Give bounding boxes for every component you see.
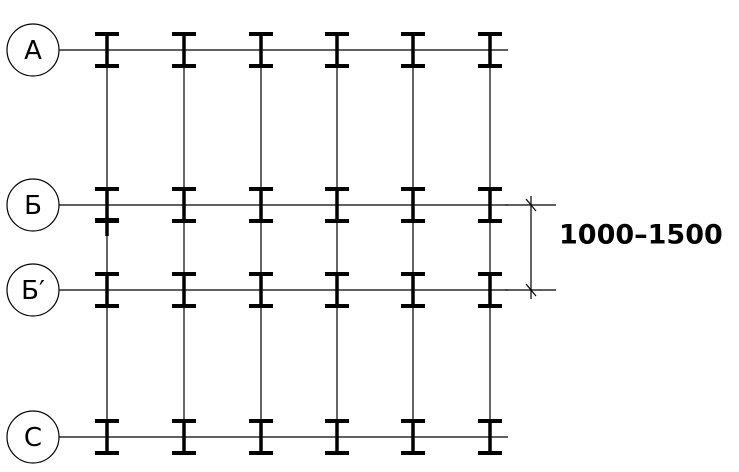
i-beam-c-3 <box>249 419 273 455</box>
i-beam-a-4 <box>325 32 349 68</box>
i-beam-a-3 <box>249 32 273 68</box>
i-beam-b-prime-1 <box>95 272 119 308</box>
dimension-annotation: 1000–1500 <box>505 196 723 299</box>
i-beam-b-prime-4 <box>325 272 349 308</box>
axis-bubble-c <box>6 410 60 464</box>
axis-bubble-b <box>6 178 60 232</box>
i-beam-symbols <box>95 32 502 455</box>
i-beam-b-4 <box>325 187 349 223</box>
i-beam-b-6 <box>478 187 502 223</box>
i-beam-a-1 <box>95 32 119 68</box>
i-beam-c-2 <box>172 419 196 455</box>
i-beam-c-5 <box>401 419 425 455</box>
i-beam-b-prime-5 <box>401 272 425 308</box>
axis-markers: А Б Б′ С <box>6 23 60 464</box>
grid-lines <box>59 49 508 438</box>
i-beam-a-5 <box>401 32 425 68</box>
axis-bubble-b-prime <box>6 263 60 317</box>
i-beam-c-4 <box>325 419 349 455</box>
axis-marker-a: А <box>6 23 60 77</box>
axis-label-b-prime: Б′ <box>21 276 45 306</box>
i-beam-b-2 <box>172 187 196 223</box>
i-beam-b-prime-6 <box>478 272 502 308</box>
axis-label-a: А <box>24 36 42 66</box>
axis-bubble-a <box>6 23 60 77</box>
column-lines <box>106 50 491 437</box>
axis-marker-b: Б <box>6 178 60 232</box>
i-beam-b-prime-2 <box>172 272 196 308</box>
i-beam-b-prime-3 <box>249 272 273 308</box>
axis-label-b: Б <box>24 191 42 221</box>
i-beam-b-5 <box>401 187 425 223</box>
axis-marker-c: С <box>6 410 60 464</box>
dimension-label: 1000–1500 <box>559 220 723 251</box>
i-beam-extra-flange <box>95 218 119 236</box>
i-beam-a-6 <box>478 32 502 68</box>
axis-marker-b-prime: Б′ <box>6 263 60 317</box>
i-beam-c-6 <box>478 419 502 455</box>
axis-label-c: С <box>24 423 42 453</box>
dimension-tick-bottom <box>525 283 537 297</box>
i-beam-c-1 <box>95 419 119 455</box>
i-beam-a-2 <box>172 32 196 68</box>
i-beam-b-3 <box>249 187 273 223</box>
dimension-tick-top <box>525 198 537 212</box>
